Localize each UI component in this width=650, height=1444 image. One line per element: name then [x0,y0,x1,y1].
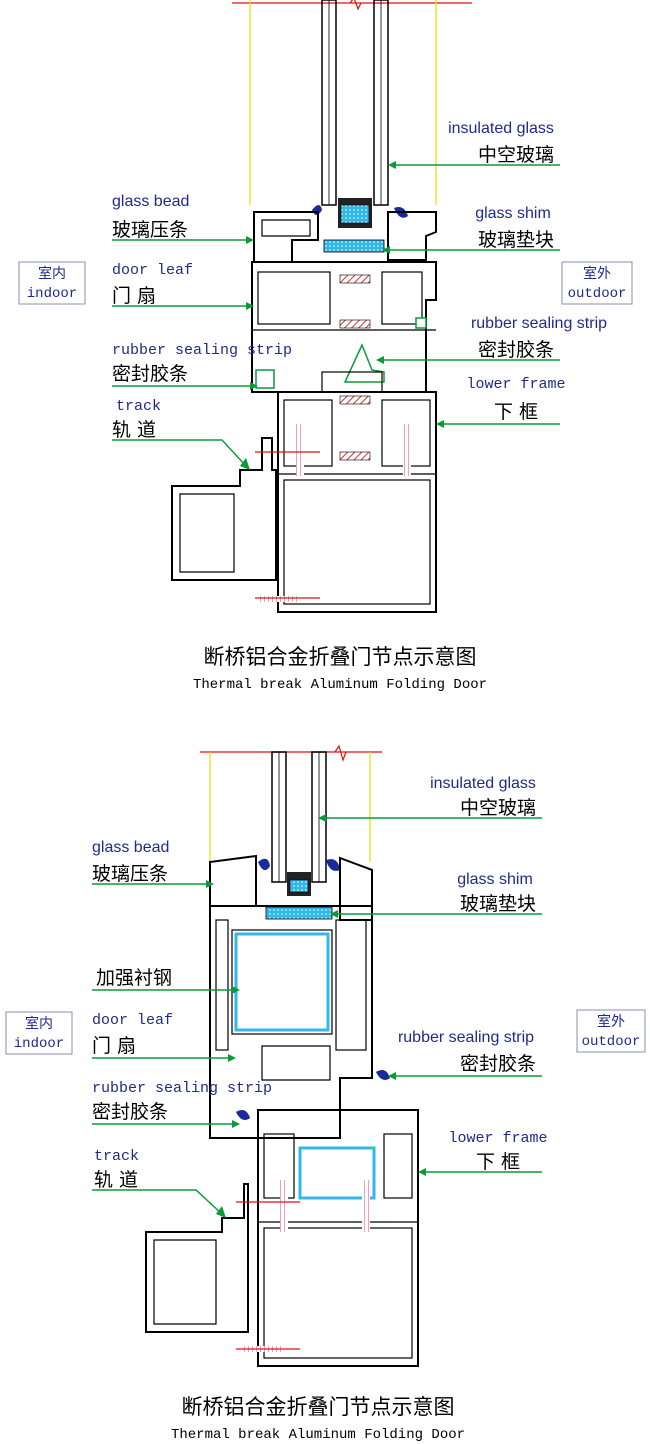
outdoor-en: outdoor [568,286,627,302]
label-glass-shim-cn: 玻璃垫块 [478,229,554,251]
thermal-strip [339,274,371,284]
drainage-arrows [258,424,411,602]
label-insulated-glass-en: insulated glass [430,775,536,792]
track-profile [145,1183,249,1333]
lower-frame-profile [277,371,437,613]
reinforcing-steel [234,932,330,1032]
indoor-cn: 室内 [25,1015,53,1033]
track-profile [171,437,277,581]
label-glass-bead-cn: 玻璃压条 [112,219,188,241]
door-leaf-profile [251,211,437,393]
label-insulated-glass-cn: 中空玻璃 [460,797,536,819]
label-rubber-inner-cn: 密封胶条 [112,363,188,385]
label-rubber-outer-en: rubber sealing strip [398,1029,534,1046]
label-door-leaf-cn: 门 扇 [112,285,156,307]
insulated-glass [271,751,327,896]
label-door-leaf-en: door leaf [92,1012,173,1029]
label-insulated-glass-cn: 中空玻璃 [478,144,554,166]
seal-left [258,858,270,871]
outdoor-cn: 室外 [597,1013,625,1031]
insulated-glass [321,0,389,228]
label-track-en: track [116,398,161,415]
label-track-en: track [94,1148,139,1165]
label-glass-shim-en: glass shim [457,871,533,888]
outer-seal [376,1070,390,1080]
caption-en: Thermal break Aluminum Folding Door [193,677,487,693]
thermal-strip [339,395,371,405]
door-leaf-profile [209,854,373,1139]
indoor-en: indoor [27,286,77,302]
reinforcing-steel-frame [298,1146,376,1200]
thermal-strip [339,319,371,329]
indoor-box [18,261,86,305]
leader-track [92,1189,223,1215]
diagram-1: insulated glass 中空玻璃 glass bead 玻璃压条 gla… [18,0,633,693]
label-rubber-outer-cn: 密封胶条 [478,339,554,361]
label-glass-bead-cn: 玻璃压条 [92,863,168,885]
leader-track [112,439,247,467]
label-rubber-inner-cn: 密封胶条 [92,1101,168,1123]
indoor-box [5,1011,73,1055]
center-seal [343,343,385,383]
label-door-leaf-cn: 门 扇 [92,1035,136,1057]
caption-en: Thermal break Aluminum Folding Door [171,1427,465,1443]
label-glass-shim-cn: 玻璃垫块 [460,893,536,915]
seal-right [326,859,340,871]
label-door-leaf-en: door leaf [112,262,193,279]
indoor-cn: 室内 [38,265,66,283]
caption-cn: 断桥铝合金折叠门节点示意图 [182,1395,455,1419]
label-rubber-outer-en: rubber sealing strip [471,315,607,332]
break-mark [334,744,347,762]
label-lower-frame-cn: 下 框 [494,401,538,423]
label-lower-frame-en: lower frame [448,1130,547,1147]
label-steel-cn: 加强衬钢 [96,967,172,989]
label-rubber-outer-cn: 密封胶条 [460,1053,536,1075]
label-lower-frame-cn: 下 框 [476,1151,520,1173]
outdoor-box [576,1009,646,1053]
label-glass-bead-en: glass bead [92,839,169,856]
label-track-cn: 轨 道 [94,1169,138,1191]
label-track-cn: 轨 道 [112,419,156,441]
label-lower-frame-en: lower frame [466,376,565,393]
outdoor-en: outdoor [582,1034,641,1050]
glass-shim [265,906,333,920]
label-glass-shim-en: glass shim [475,205,551,222]
label-glass-bead-en: glass bead [112,193,189,210]
outer-seal [415,317,427,329]
glass-shim [323,239,385,253]
break-mark [349,0,362,11]
label-insulated-glass-en: insulated glass [448,120,554,137]
drainage-arrows [244,1180,370,1352]
diagram-2: insulated glass 中空玻璃 glass bead 玻璃压条 gla… [5,744,646,1443]
lower-frame-profile [257,1109,419,1367]
indoor-en: indoor [14,1036,64,1052]
inner-seal [236,1110,250,1120]
outdoor-cn: 室外 [583,265,611,283]
inner-seal [255,369,275,389]
thermal-strip [339,451,371,461]
outdoor-box [561,261,633,305]
label-rubber-inner-en: rubber sealing strip [112,342,292,359]
label-rubber-inner-en: rubber sealing strip [92,1080,272,1097]
caption-cn: 断桥铝合金折叠门节点示意图 [204,645,477,669]
